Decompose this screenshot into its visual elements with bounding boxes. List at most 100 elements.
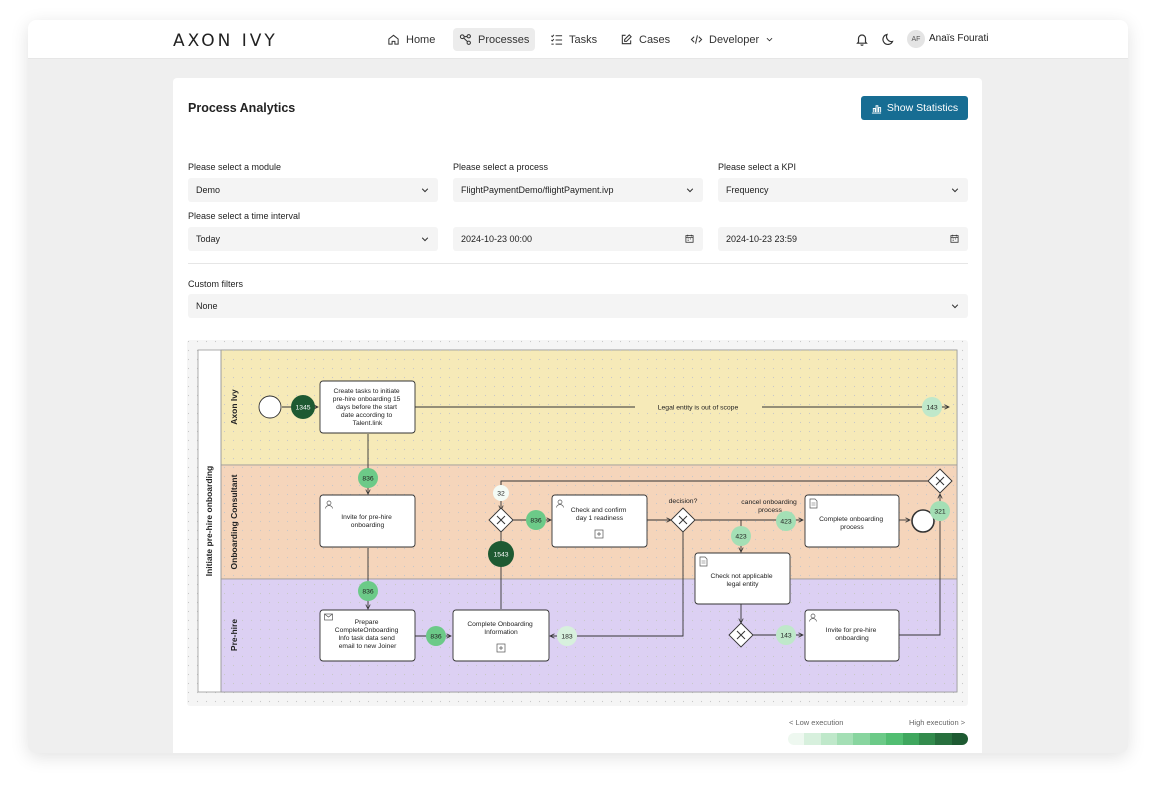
process-diagram[interactable]: Initiate pre-hire onboarding Axon Ivy On… [187,340,968,706]
legend-swatch [870,733,886,745]
tasks-icon [550,33,563,46]
svg-text:423: 423 [735,534,747,541]
legend-swatch [935,733,951,745]
custom-filters-select[interactable]: None [188,294,968,318]
avatar[interactable]: AF [907,30,925,48]
nav-cases-label: Cases [639,34,670,46]
task-prepare[interactable]: Prepare CompleteOnboarding Info task dat… [320,610,415,661]
legend-swatch [919,733,935,745]
process-value: FlightPaymentDemo/flightPayment.ivp [461,185,614,195]
module-value: Demo [196,185,220,195]
svg-text:Check and confirm da: Check and confirm day 1 readiness [571,507,629,522]
interval-select[interactable]: Today [188,227,438,251]
frequency-badge: 423 [776,511,796,531]
legend-swatch [804,733,820,745]
interval-label: Please select a time interval [188,211,300,221]
top-navigation-bar: AXON IVY Home Processes Tasks Cases Deve… [28,20,1128,59]
calendar-icon[interactable] [950,234,959,243]
kpi-select[interactable]: Frequency [718,178,968,202]
start-datetime-value: 2024-10-23 00:00 [461,234,532,244]
svg-text:836: 836 [530,518,542,525]
nav-tasks[interactable]: Tasks [544,28,603,51]
legend-swatch [853,733,869,745]
home-icon [387,33,400,46]
svg-text:32: 32 [497,491,505,498]
pool-label: Initiate pre-hire onboarding [204,466,214,577]
task-check-confirm[interactable]: Check and confirm day 1 readiness [552,495,647,547]
edge-label-decision: decision? [669,498,698,505]
nav-cases[interactable]: Cases [614,28,676,51]
legend-swatch [821,733,837,745]
divider [188,263,968,264]
frequency-badge: 32 [493,485,509,501]
svg-text:321: 321 [934,509,946,516]
axon-ivy-logo[interactable]: AXON IVY [173,31,278,51]
bar-chart-icon [871,103,882,114]
kpi-value: Frequency [726,185,769,195]
module-select[interactable]: Demo [188,178,438,202]
legend-swatch [903,733,919,745]
user-name[interactable]: Anaïs Fourati [929,33,988,44]
frequency-badge: 143 [922,397,942,417]
legend-swatch [788,733,804,745]
nav-developer-label: Developer [709,34,759,46]
nav-home[interactable]: Home [381,28,441,51]
task-invite-prehire-2[interactable]: Invite for pre-hire onboarding [805,610,899,661]
chevron-down-icon [686,186,694,194]
calendar-icon[interactable] [685,234,694,243]
lane-label-axon-ivy: Axon Ivy [229,389,239,425]
show-statistics-label: Show Statistics [887,102,958,114]
svg-text:183: 183 [561,634,573,641]
frequency-badge: 321 [930,501,950,521]
chevron-down-icon [951,186,959,194]
nav-processes[interactable]: Processes [453,28,535,51]
chevron-down-icon [951,302,959,310]
page-title: Process Analytics [188,101,295,115]
legend-swatch [952,733,968,745]
nav-developer[interactable]: Developer [684,28,780,51]
interval-value: Today [196,234,220,244]
svg-text:836: 836 [362,589,374,596]
svg-text:423: 423 [780,519,792,526]
chevron-down-icon [421,186,429,194]
chevron-down-icon [421,235,429,243]
process-analytics-card: Process Analytics Show Statistics Please… [173,78,982,753]
processes-icon [459,33,472,46]
custom-filters-value: None [196,301,218,311]
task-complete-info[interactable]: Complete Onboarding Information [453,610,549,661]
end-datetime-value: 2024-10-23 23:59 [726,234,797,244]
cases-icon [620,33,633,46]
legend-high-label: High execution > [909,718,965,727]
task-invite-prehire[interactable]: Invite for pre-hire onboarding [320,495,415,547]
show-statistics-button[interactable]: Show Statistics [861,96,968,120]
legend-swatch [886,733,902,745]
svg-text:143: 143 [780,633,792,640]
end-datetime-input[interactable]: 2024-10-23 23:59 [718,227,968,251]
svg-text:836: 836 [430,634,442,641]
frequency-badge: 423 [731,526,751,546]
frequency-badge: 143 [776,625,796,645]
nav-home-label: Home [406,34,435,46]
lane-label-onboarding-consultant: Onboarding Consultant [229,474,239,569]
frequency-badge: 183 [557,626,577,646]
svg-text:1345: 1345 [295,405,310,412]
legend-swatch [837,733,853,745]
chevron-down-icon [765,35,774,44]
dark-mode-moon-icon[interactable] [882,32,896,46]
frequency-badge: 836 [426,626,446,646]
start-datetime-input[interactable]: 2024-10-23 00:00 [453,227,703,251]
bell-icon[interactable] [855,32,869,46]
code-icon [690,33,703,46]
frequency-badge: 1543 [488,541,514,567]
frequency-badge: 836 [358,581,378,601]
svg-text:1543: 1543 [493,552,508,559]
edge-label-out-of-scope: Legal entity is out of scope [658,405,739,412]
task-complete-process[interactable]: Complete onboarding process [805,495,899,547]
start-event[interactable] [259,396,281,418]
lane-label-pre-hire: Pre-hire [229,619,239,651]
task-check-not-applicable[interactable]: Check not applicable legal entity [695,553,790,604]
frequency-badge: 1345 [291,395,315,419]
task-create-tasks[interactable]: Create tasks to initiate pre-hire onboar… [320,381,415,433]
process-select[interactable]: FlightPaymentDemo/flightPayment.ivp [453,178,703,202]
process-label: Please select a process [453,162,548,172]
